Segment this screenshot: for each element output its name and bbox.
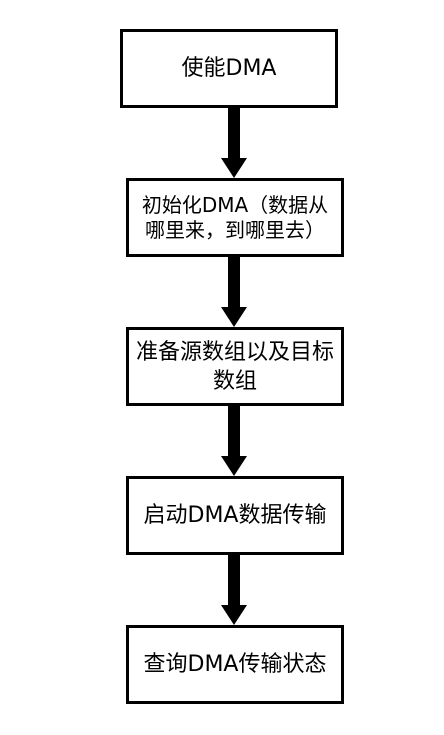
step-label: 使能DMA (181, 56, 277, 81)
step-label: 启动DMA数据传输 (143, 503, 327, 528)
step-start-transfer: 启动DMA数据传输 (126, 476, 344, 555)
arrow-2-to-3 (221, 257, 247, 327)
step-label: 初始化DMA（数据从哪里来，到哪里去） (141, 192, 329, 242)
arrow-1-to-2 (221, 108, 247, 178)
arrow-3-to-4 (221, 406, 247, 476)
step-label: 准备源数组以及目标数组 (135, 339, 334, 394)
step-prepare-arrays: 准备源数组以及目标数组 (126, 327, 344, 406)
step-init-dma: 初始化DMA（数据从哪里来，到哪里去） (126, 178, 344, 257)
arrow-4-to-5 (221, 555, 247, 625)
step-enable-dma: 使能DMA (120, 29, 338, 108)
step-query-status: 查询DMA传输状态 (126, 625, 344, 704)
step-label: 查询DMA传输状态 (143, 652, 327, 677)
